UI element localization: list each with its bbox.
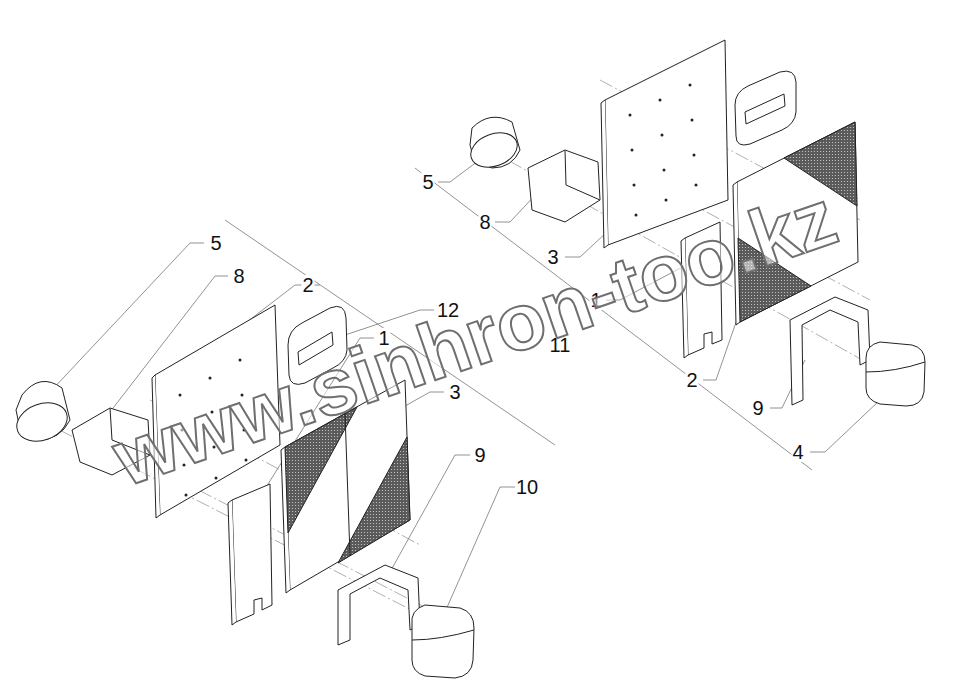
callout-number: 5 (209, 233, 222, 253)
center-lines (40, 80, 880, 640)
callout-number: 9 (751, 398, 764, 418)
callout-number: 10 (515, 477, 539, 497)
leader-lines (50, 158, 880, 612)
callout-number: 4 (791, 442, 804, 462)
callout-number: 5 (421, 172, 434, 192)
callout-number: 8 (478, 212, 491, 232)
callout-number: 2 (685, 370, 698, 390)
callout-number: 2 (301, 275, 314, 295)
callout-number: 9 (473, 445, 486, 465)
callout-number: 3 (546, 247, 559, 267)
callout-number: 8 (232, 266, 245, 286)
